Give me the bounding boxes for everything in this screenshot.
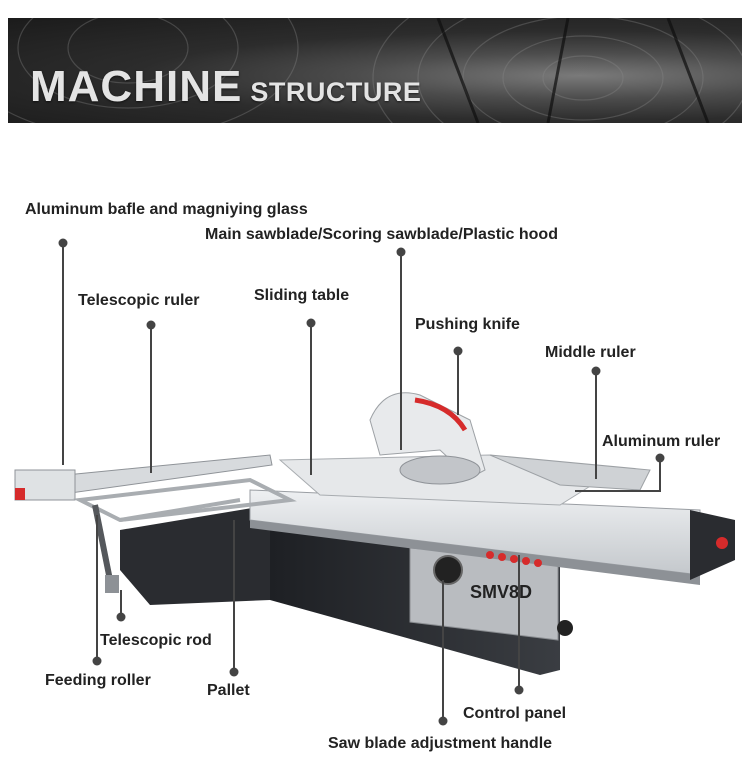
- label-saw-blade-handle: Saw blade adjustment handle: [328, 735, 553, 752]
- rail-end-cap: [690, 510, 735, 580]
- callout-dot-feeding-roller: [92, 656, 102, 666]
- callout-line-aluminum-ruler-v: [659, 458, 661, 491]
- callout-line-middle-ruler: [595, 371, 597, 479]
- label-main-sawblade: Main sawblade/Scoring sawblade/Plastic h…: [205, 226, 558, 243]
- callout-line-feeding-roller: [96, 515, 98, 661]
- callout-line-telescopic-rod: [120, 590, 122, 617]
- sawblade-shape: [399, 455, 481, 485]
- callout-line-pallet: [233, 520, 235, 672]
- label-control-panel: Control panel: [463, 705, 567, 722]
- callout-line-pushing-knife: [457, 351, 459, 415]
- ruler-stop-red: [15, 488, 25, 500]
- callout-line-telescopic-ruler: [150, 325, 152, 473]
- label-telescopic-ruler: Telescopic ruler: [78, 292, 200, 309]
- label-telescopic-rod: Telescopic rod: [100, 632, 212, 649]
- sliding-table-edge: [250, 520, 700, 585]
- callout-dot-saw-blade-handle: [438, 716, 448, 726]
- hood-red-stripe: [414, 397, 468, 432]
- adjustment-knob: [557, 620, 573, 636]
- label-middle-ruler: Middle ruler: [545, 344, 636, 361]
- callout-line-control-panel: [518, 555, 520, 690]
- banner-title-small: STRUCTURE: [250, 77, 422, 107]
- label-aluminum-ruler: Aluminum ruler: [602, 433, 721, 450]
- callout-line-saw-blade-handle: [442, 580, 444, 721]
- label-sliding-table: Sliding table: [254, 287, 350, 304]
- callout-line-main-sawblade: [400, 252, 402, 450]
- outrigger-frame: [73, 477, 297, 523]
- callout-dot-telescopic-rod: [116, 612, 126, 622]
- handwheel: [433, 555, 463, 585]
- callout-line-sliding-table: [310, 323, 312, 475]
- callout-dot-pallet: [229, 667, 239, 677]
- control-buttons: [486, 551, 542, 567]
- label-pushing-knife: Pushing knife: [415, 316, 520, 333]
- label-aluminum-bafle: Aluminum bafle and magniying glass: [25, 201, 308, 218]
- label-feeding-roller: Feeding roller: [45, 672, 151, 689]
- callout-line-aluminum-bafle: [62, 243, 64, 465]
- callout-dot-control-panel: [514, 685, 524, 695]
- wood-texture-background: [8, 18, 742, 123]
- model-name: SMV8D: [470, 582, 532, 602]
- base-extension: [120, 505, 270, 605]
- callout-line-aluminum-ruler-h: [575, 490, 661, 492]
- label-pallet: Pallet: [207, 682, 250, 699]
- banner-title-big: MACHINE: [30, 62, 243, 111]
- feeding-roller-shape: [105, 575, 119, 593]
